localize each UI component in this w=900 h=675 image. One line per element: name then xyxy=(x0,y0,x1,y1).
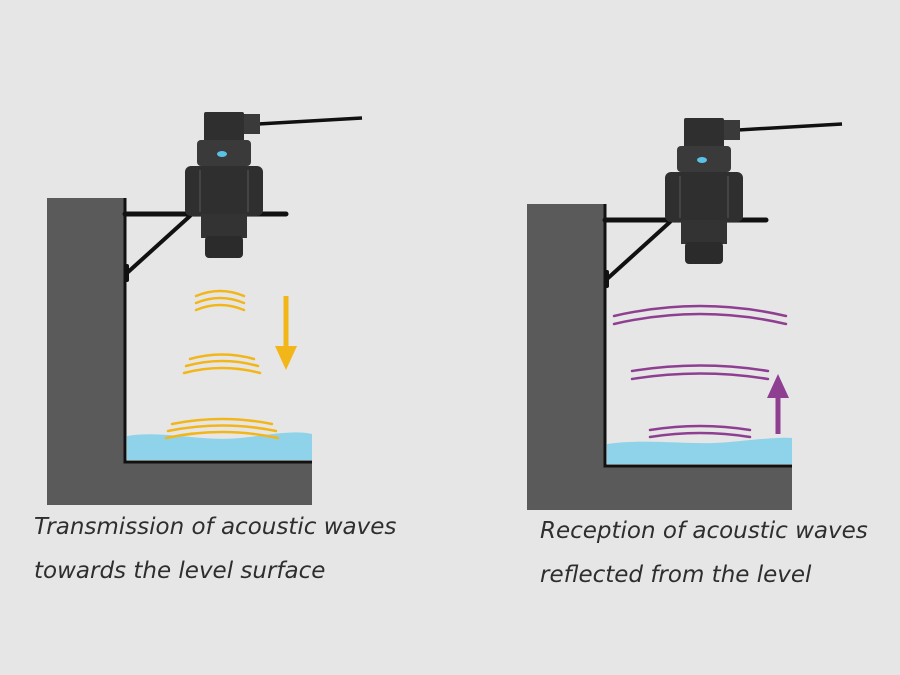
sensor-cable xyxy=(257,116,363,126)
transmission-panel xyxy=(47,112,363,505)
transmission-caption: Transmission of acoustic waves towards t… xyxy=(34,505,396,593)
caption-line: towards the level surface xyxy=(34,558,326,584)
reception-caption: Reception of acoustic waves reflected fr… xyxy=(540,509,868,597)
transmitted-waves xyxy=(164,289,280,440)
arrow-down-icon xyxy=(275,296,297,370)
tank-inner-outline xyxy=(123,198,312,464)
sensor-led-icon xyxy=(217,151,227,157)
tank-wall xyxy=(527,204,792,510)
liquid-surface xyxy=(127,432,312,460)
reception-panel xyxy=(527,118,843,510)
caption-line: reflected from the level xyxy=(540,562,812,588)
tank-inner-outline xyxy=(603,204,792,468)
sensor-cable xyxy=(737,122,843,132)
reflected-waves xyxy=(612,304,788,439)
ultrasonic-sensor xyxy=(185,112,363,258)
tank-wall xyxy=(47,198,312,505)
arrow-up-icon xyxy=(767,374,789,434)
caption-line: Transmission of acoustic waves xyxy=(34,514,397,540)
sensor-led-icon xyxy=(697,157,707,163)
caption-line: Reception of acoustic waves xyxy=(540,518,868,544)
ultrasonic-sensor xyxy=(665,118,843,264)
liquid-surface xyxy=(607,437,792,464)
